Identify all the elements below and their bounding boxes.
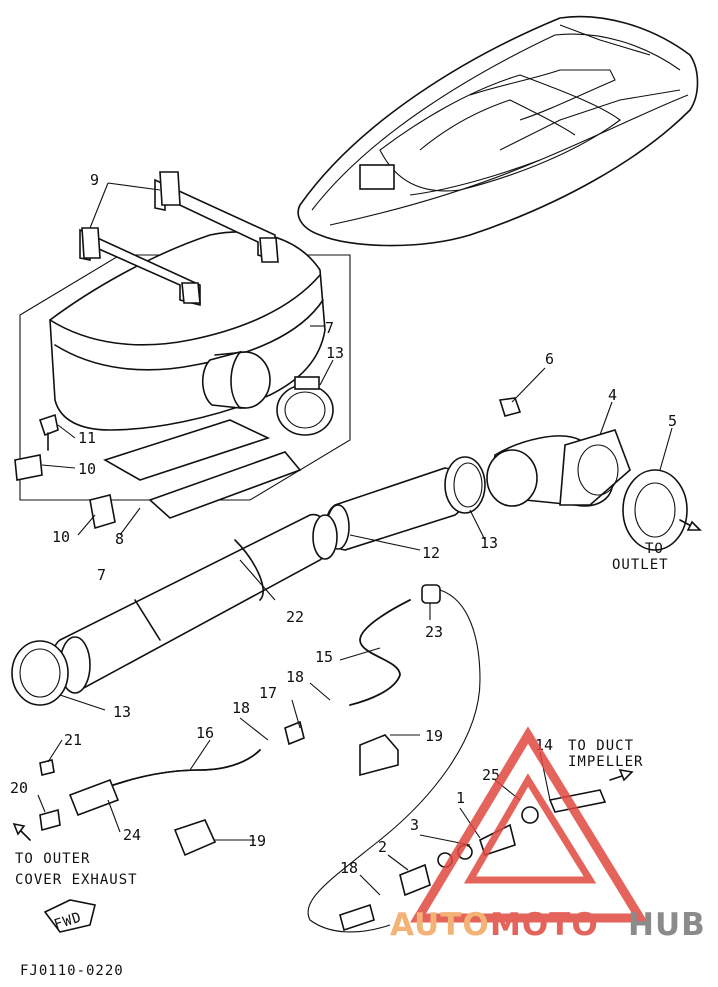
part-number-label: 3 (410, 816, 419, 834)
part-number-label: 13 (113, 703, 131, 721)
part-number-label: 15 (315, 648, 333, 666)
to-duct-note: IMPELLER (568, 754, 643, 770)
to-outlet-note: OUTLET (612, 557, 669, 573)
part-number-label: 13 (326, 344, 344, 362)
exhaust-pipe-12-illustration (325, 397, 702, 551)
part-number-label: 1 (456, 789, 465, 807)
part-number-label: 16 (196, 724, 214, 742)
part-number-label: 19 (425, 727, 443, 745)
leader-lines (37, 182, 673, 896)
part-number-label: 19 (248, 832, 266, 850)
part-number-label: 22 (286, 608, 304, 626)
drawing-code: FJ0110-0220 (20, 963, 124, 979)
part-number-label: 10 (78, 460, 96, 478)
muffler-box-illustration (19, 171, 351, 519)
part-number-label: 20 (10, 779, 28, 797)
exhaust-pipe-22-illustration (11, 514, 338, 706)
hoses-and-fittings-illustration (39, 584, 607, 933)
automotohub-watermark: AUTO MOTO HUB (390, 726, 706, 943)
watercraft-illustration (297, 15, 699, 247)
part-number-label: 13 (480, 534, 498, 552)
to-outer-note: TO OUTER (15, 851, 90, 867)
to-outlet-note: TO (645, 541, 664, 557)
part-number-label: 24 (123, 826, 141, 844)
part-number-label: 12 (422, 544, 440, 562)
to-outer-note: COVER EXHAUST (15, 872, 138, 888)
part-number-label: 8 (115, 530, 124, 548)
part-number-label: 9 (90, 171, 99, 189)
part-number-label: 5 (668, 412, 677, 430)
part-number-label: 17 (259, 684, 277, 702)
part-number-label: 18 (286, 668, 304, 686)
part-number-label: 4 (608, 386, 617, 404)
part-number-label: 18 (340, 859, 358, 877)
part-number-label: 25 (482, 766, 500, 784)
bolt-and-clips-illustration (14, 413, 116, 530)
watermark-text-moto: MOTO (490, 907, 599, 943)
watermark-text-auto: AUTO (390, 907, 490, 943)
direction-notes: TO OUTLET TO DUCT IMPELLER TO OUTER COVE… (15, 541, 669, 979)
part-number-label: 10 (52, 528, 70, 546)
part-number-label: 6 (545, 350, 554, 368)
part-number-label: 21 (64, 731, 82, 749)
part-number-label: 23 (425, 623, 443, 641)
part-number-label: 18 (232, 699, 250, 717)
direction-arrows (12, 768, 634, 933)
watermark-text-hub: HUB (628, 907, 706, 943)
part-number-label: 7 (325, 319, 334, 337)
to-duct-note: TO DUCT (568, 738, 634, 754)
part-number-label: 7 (97, 566, 106, 584)
part-number-label: 11 (78, 429, 96, 447)
part-number-label: 2 (378, 838, 387, 856)
part-number-callouts: 9 7 13 11 10 10 8 7 6 4 5 12 13 22 23 15… (10, 171, 677, 877)
